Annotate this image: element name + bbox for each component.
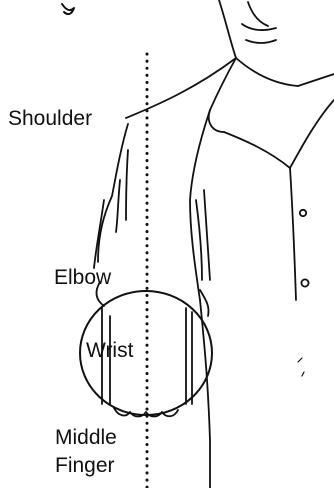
jacket-button-lower — [301, 279, 308, 286]
sleeve-crease-2 — [116, 180, 120, 232]
sleeve-crease-1 — [126, 150, 128, 220]
throat-line — [246, 40, 276, 43]
wrist-label: Wrist — [84, 339, 135, 363]
middle-finger-label-line-2: Finger — [53, 454, 117, 478]
lapel-left — [209, 58, 236, 132]
placket-line — [290, 168, 296, 300]
chin-line — [242, 24, 276, 30]
neck-right-line — [248, 2, 268, 26]
sleeve-outer-upper — [98, 124, 128, 262]
stray-mark — [302, 372, 304, 376]
lapel-right — [290, 100, 334, 168]
lapel-fold — [224, 132, 290, 168]
sleeve-inner-crease-2 — [196, 200, 202, 280]
stray-mark — [298, 358, 302, 362]
jacket-button-upper — [300, 210, 306, 216]
sleeve-outer-shadow — [94, 200, 104, 268]
neck-left-line — [219, 0, 236, 58]
elbow-label: Elbow — [52, 266, 113, 290]
collar-right — [298, 74, 334, 86]
top-mark — [62, 4, 74, 14]
sleeve-inner-contour — [190, 110, 210, 300]
sleeve-inner-crease-1 — [204, 190, 210, 280]
collar-top — [236, 58, 298, 86]
body-side-line — [200, 300, 210, 488]
middle-finger-label-line-1: Middle — [53, 426, 119, 450]
shoulder-label: Shoulder — [6, 107, 94, 131]
